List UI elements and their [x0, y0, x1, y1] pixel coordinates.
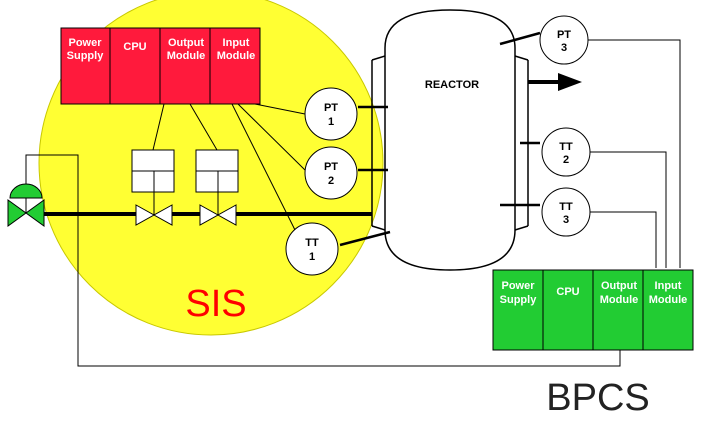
pt3-transmitter: PT 3: [539, 15, 589, 65]
sis-module-label: Module: [167, 50, 206, 62]
tt1-transmitter: TT 1: [285, 222, 339, 276]
bpcs-power-supply-module: [492, 269, 544, 351]
sis-module-label: Module: [217, 50, 256, 62]
sis-cpu-module: [109, 27, 161, 105]
pt1-tag: PT: [324, 102, 338, 114]
tt1-tag: TT: [305, 237, 319, 249]
bpcs-cpu-module: [542, 269, 594, 351]
pt3-tag: PT: [557, 29, 571, 41]
pt1-number: 1: [328, 116, 334, 128]
bpcs-output-module: [592, 269, 644, 351]
sis-controller: Power Supply CPU Output Module Input Mod…: [60, 27, 261, 105]
sis-module-label: Power: [68, 37, 102, 49]
tt3-number: 3: [563, 214, 569, 226]
bpcs-label: BPCS: [546, 377, 649, 419]
tt3-tag: TT: [559, 201, 573, 213]
reactor-vessel: REACTOR: [371, 9, 529, 271]
tt1-number: 1: [309, 251, 315, 263]
sis-module-label: Supply: [67, 50, 105, 62]
pt2-transmitter: PT 2: [304, 146, 358, 200]
sis-shutdown-valve-1: [131, 149, 175, 226]
wiring: [25, 39, 681, 367]
pt2-tag: PT: [324, 161, 338, 173]
instrument-taps: [339, 31, 541, 247]
reactor-label: REACTOR: [425, 79, 479, 91]
tt2-transmitter: TT 2: [541, 127, 591, 177]
bpcs-module-label: Power: [501, 280, 535, 292]
sis-input-module: [209, 27, 261, 105]
bpcs-module-label: Input: [655, 280, 682, 292]
tt3-transmitter: TT 3: [541, 187, 591, 237]
bpcs-module-label: Module: [649, 294, 688, 306]
bpcs-input-module: [642, 269, 694, 351]
sis-power-supply-module: [60, 27, 111, 105]
bpcs-module-label: CPU: [556, 286, 579, 298]
control-valve: [7, 183, 45, 227]
sis-module-label: CPU: [123, 41, 146, 53]
sis-shutdown-valve-2: [195, 149, 239, 226]
bpcs-controller: Power Supply CPU Output Module Input Mod…: [492, 269, 694, 351]
pt3-number: 3: [561, 42, 567, 54]
pt1-transmitter: PT 1: [304, 87, 358, 141]
sis-module-label: Output: [168, 37, 204, 49]
pt2-number: 2: [328, 175, 334, 187]
sis-label: SIS: [185, 283, 246, 325]
tt2-number: 2: [563, 154, 569, 166]
sis-module-label: Input: [223, 37, 250, 49]
tt2-tag: TT: [559, 141, 573, 153]
bpcs-module-label: Module: [600, 294, 639, 306]
outlet-arrow: [528, 73, 582, 91]
bpcs-module-label: Output: [601, 280, 637, 292]
bpcs-module-label: Supply: [500, 294, 538, 306]
